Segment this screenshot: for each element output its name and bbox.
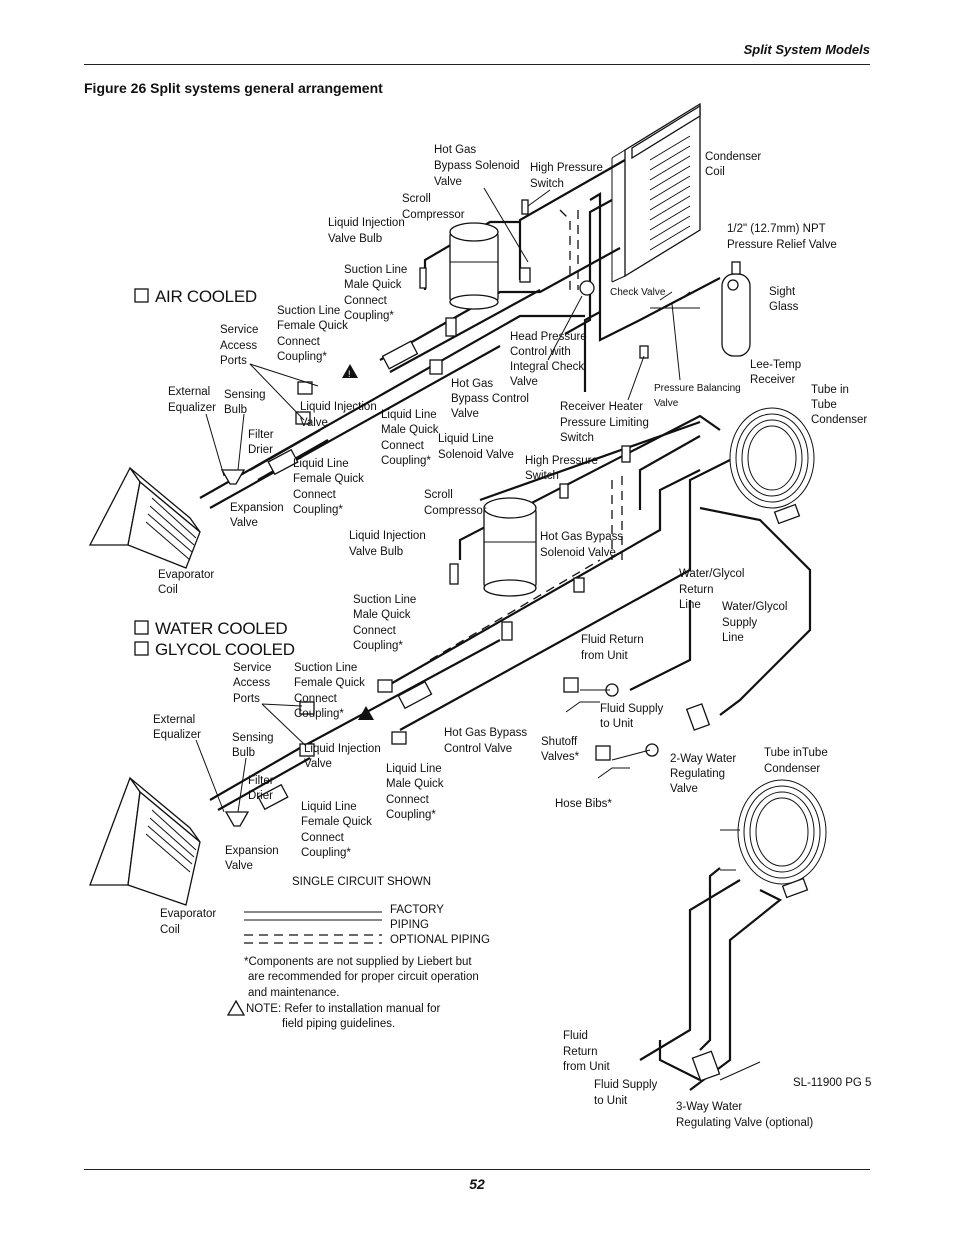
scroll-compressor-top <box>449 222 499 310</box>
tube-in-tube-condenser-bottom <box>737 779 827 899</box>
glycol-cooled-title: GLYCOL COOLED <box>155 640 295 659</box>
legend-optional: OPTIONAL PIPING <box>390 934 490 946</box>
notes: *Components are not supplied by Liebert … <box>226 956 479 1030</box>
note-line2: field piping guidelines. <box>282 1018 395 1030</box>
note-components: *Components are not supplied by Liebert … <box>244 956 479 999</box>
glycol-cooled-checkbox <box>134 641 149 656</box>
leader-lines <box>195 187 681 813</box>
svg-text:!: ! <box>348 369 351 379</box>
figure-title: Figure 26 Split systems general arrangem… <box>84 80 383 96</box>
evaporator-coil-mid <box>89 776 201 906</box>
warning-icon <box>226 999 246 1016</box>
page-number: 52 <box>469 1176 485 1192</box>
water-glycol-components <box>224 445 711 827</box>
label-check-valve: Check Valve <box>610 287 666 298</box>
section-header: Split System Models <box>743 42 870 57</box>
condenser-coil <box>611 102 701 283</box>
tube-in-tube-condenser-top <box>729 407 815 525</box>
lee-temp-receiver <box>721 261 751 357</box>
three-way-piping <box>639 829 783 1091</box>
air-cooled-components: ! <box>220 199 700 485</box>
note-line1: NOTE: Refer to installation manual for <box>246 1003 440 1015</box>
drawing-number: SL-11900 PG 5 <box>793 1077 871 1089</box>
label-single-circuit: SINGLE CIRCUIT SHOWN <box>292 876 431 888</box>
label-hose-bibs: Hose Bibs* <box>555 798 612 810</box>
header-rule <box>84 64 870 65</box>
water-cooled-checkbox <box>134 620 149 635</box>
scroll-compressor-mid <box>483 497 537 597</box>
evaporator-coil-top <box>88 466 201 569</box>
air-cooled-title: AIR COOLED <box>155 287 257 306</box>
air-cooled-piping <box>199 159 721 509</box>
air-cooled-checkbox <box>134 288 149 303</box>
footer-rule <box>84 1169 870 1170</box>
water-cooled-title: WATER COOLED <box>155 619 287 638</box>
